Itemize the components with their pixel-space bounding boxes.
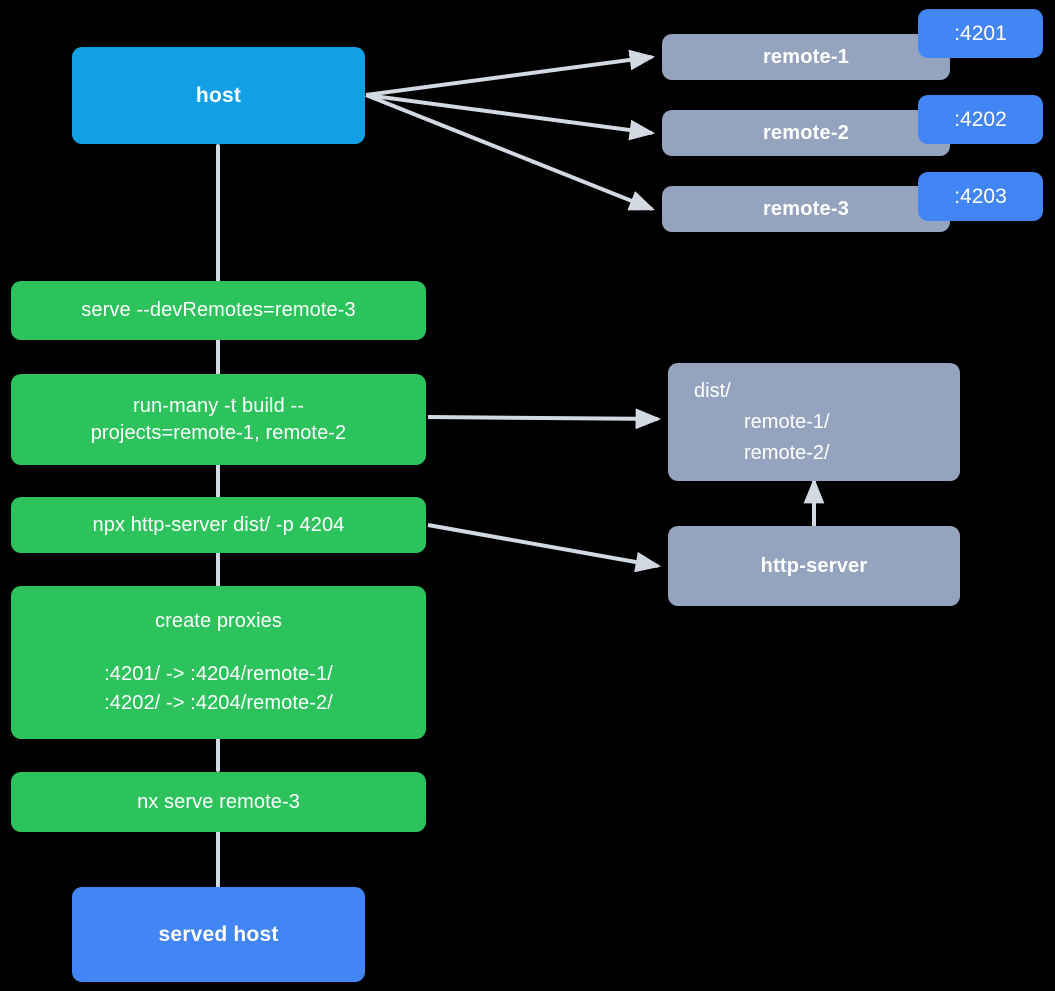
- node-host-label: host: [195, 83, 242, 107]
- node-dist-folder[interactable]: dist/ remote-1/ remote-2/: [668, 363, 960, 481]
- command-npx-http-server-label: npx http-server dist/ -p 4204: [92, 513, 345, 536]
- node-http-server[interactable]: http-server: [668, 526, 960, 606]
- spine-serve-to-runmany: [216, 338, 220, 375]
- node-remote-1-label: remote-1: [762, 45, 850, 68]
- badge-remote-3-port-label: :4203: [954, 184, 1007, 208]
- badge-remote-1-port: :4201: [918, 9, 1043, 58]
- command-create-proxies-title: create proxies: [154, 609, 282, 632]
- badge-remote-2-port: :4202: [918, 95, 1043, 144]
- node-http-server-label: http-server: [760, 554, 868, 577]
- edge-host-to-remote-3: [365, 93, 655, 211]
- proxy-mappings: :4201/ -> :4204/remote-1/ :4202/ -> :420…: [104, 660, 333, 717]
- dist-child-remote-2: remote-2/: [744, 441, 830, 464]
- spine-npx-to-proxies: [216, 552, 220, 587]
- command-run-many-build[interactable]: run-many -t build -- projects=remote-1, …: [11, 374, 426, 465]
- spine-nxserve-to-servedhost: [216, 831, 220, 888]
- dist-child-remote-1: remote-1/: [744, 410, 830, 433]
- node-remote-2-label: remote-2: [762, 121, 850, 144]
- command-run-many-build-line-1: run-many -t build --: [133, 395, 304, 418]
- node-served-host-label: served host: [158, 922, 279, 946]
- node-remote-3-label: remote-3: [762, 197, 850, 220]
- command-serve-dev-remotes[interactable]: serve --devRemotes=remote-3: [11, 281, 426, 340]
- node-served-host[interactable]: served host: [72, 887, 365, 982]
- edge-host-to-remote-2: [365, 93, 656, 141]
- edge-npx-to-httpserver: [427, 523, 662, 573]
- node-host[interactable]: host: [72, 47, 365, 144]
- command-create-proxies[interactable]: create proxies :4201/ -> :4204/remote-1/…: [11, 586, 426, 739]
- proxy-mapping-4201: :4201/ -> :4204/remote-1/: [104, 663, 333, 686]
- badge-remote-1-port-label: :4201: [954, 21, 1007, 45]
- edge-host-to-remote-1: [365, 49, 656, 97]
- command-nx-serve-remote-3-label: nx serve remote-3: [137, 790, 300, 813]
- command-serve-dev-remotes-label: serve --devRemotes=remote-3: [81, 299, 356, 322]
- node-remote-1[interactable]: remote-1: [662, 34, 950, 80]
- node-remote-2[interactable]: remote-2: [662, 110, 950, 156]
- dist-tree: dist/ remote-1/ remote-2/: [668, 376, 960, 469]
- proxy-mapping-4202: :4202/ -> :4204/remote-2/: [104, 691, 333, 714]
- spine-host-to-serve: [216, 144, 220, 283]
- edge-runmany-to-dist: [427, 408, 662, 430]
- spine-proxies-to-nxserve: [216, 738, 220, 772]
- badge-remote-3-port: :4203: [918, 172, 1043, 221]
- node-remote-3[interactable]: remote-3: [662, 186, 950, 232]
- spine-runmany-to-npx: [216, 464, 220, 498]
- command-nx-serve-remote-3[interactable]: nx serve remote-3: [11, 772, 426, 832]
- command-run-many-build-line-2: projects=remote-1, remote-2: [90, 421, 347, 444]
- command-npx-http-server[interactable]: npx http-server dist/ -p 4204: [11, 497, 426, 553]
- dist-root-label: dist/: [694, 379, 731, 402]
- badge-remote-2-port-label: :4202: [954, 107, 1007, 131]
